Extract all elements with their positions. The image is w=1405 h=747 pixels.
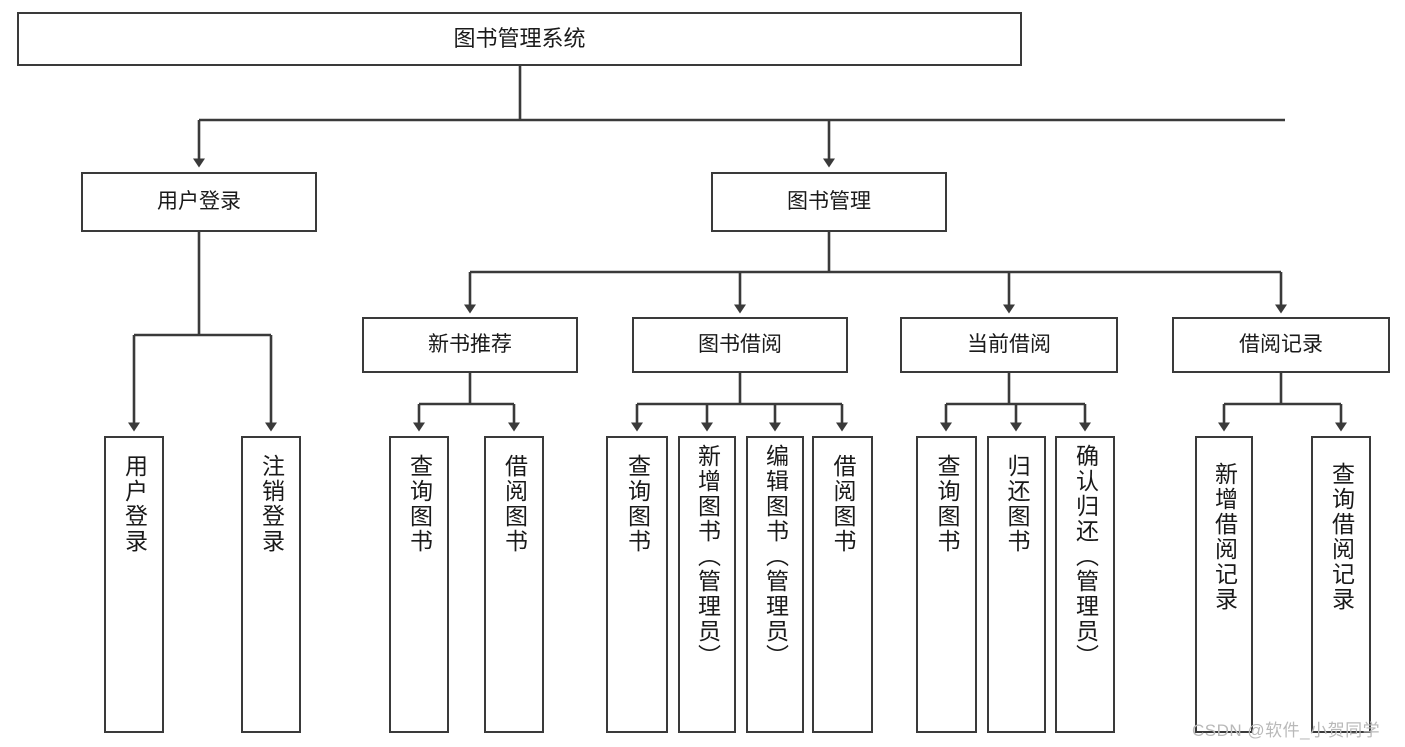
node-user-login[interactable]: 用户登录 xyxy=(81,172,317,232)
node-new-book-recommend-label: 新书推荐 xyxy=(428,332,512,356)
node-borrow-book-1[interactable]: 借阅图书 xyxy=(484,436,544,733)
node-borrow-records-label: 借阅记录 xyxy=(1239,332,1323,356)
node-edit-book-admin[interactable]: 编辑图书（管理员） xyxy=(746,436,804,733)
node-query-borrow-record-label: 查询借阅记录 xyxy=(1328,462,1355,612)
node-book-management[interactable]: 图书管理 xyxy=(711,172,947,232)
node-confirm-return-admin-label: 确认归还（管理员） xyxy=(1072,444,1099,669)
node-query-book-3[interactable]: 查询图书 xyxy=(916,436,977,733)
node-user-logout-action[interactable]: 注销登录 xyxy=(241,436,301,733)
node-query-book-3-label: 查询图书 xyxy=(934,454,960,554)
node-user-login-action-label: 用户登录 xyxy=(121,454,148,554)
node-borrow-book-1-label: 借阅图书 xyxy=(501,454,528,554)
node-borrow-records[interactable]: 借阅记录 xyxy=(1172,317,1390,373)
node-book-borrow[interactable]: 图书借阅 xyxy=(632,317,848,373)
node-query-book-2[interactable]: 查询图书 xyxy=(606,436,668,733)
node-user-logout-action-label: 注销登录 xyxy=(258,454,285,554)
node-root[interactable]: 图书管理系统 xyxy=(17,12,1022,66)
node-return-book[interactable]: 归还图书 xyxy=(987,436,1046,733)
node-book-borrow-label: 图书借阅 xyxy=(698,332,782,356)
node-add-book-admin-label: 新增图书（管理员） xyxy=(694,444,721,669)
node-query-borrow-record[interactable]: 查询借阅记录 xyxy=(1311,436,1371,733)
node-add-book-admin[interactable]: 新增图书（管理员） xyxy=(678,436,736,733)
node-add-borrow-record[interactable]: 新增借阅记录 xyxy=(1195,436,1253,733)
node-new-book-recommend[interactable]: 新书推荐 xyxy=(362,317,578,373)
node-query-book-1-label: 查询图书 xyxy=(406,454,433,554)
node-return-book-label: 归还图书 xyxy=(1004,454,1030,554)
node-user-login-label: 用户登录 xyxy=(157,189,241,213)
node-user-login-action[interactable]: 用户登录 xyxy=(104,436,164,733)
node-current-borrow-label: 当前借阅 xyxy=(967,332,1051,356)
node-query-book-2-label: 查询图书 xyxy=(624,454,651,554)
node-current-borrow[interactable]: 当前借阅 xyxy=(900,317,1118,373)
node-root-label: 图书管理系统 xyxy=(453,26,586,52)
watermark: CSDN @软件_小贺同学 xyxy=(1192,721,1381,740)
node-borrow-book-2[interactable]: 借阅图书 xyxy=(812,436,873,733)
node-edit-book-admin-label: 编辑图书（管理员） xyxy=(762,444,789,669)
node-confirm-return-admin[interactable]: 确认归还（管理员） xyxy=(1055,436,1115,733)
node-add-borrow-record-label: 新增借阅记录 xyxy=(1211,462,1238,612)
node-query-book-1[interactable]: 查询图书 xyxy=(389,436,449,733)
node-book-management-label: 图书管理 xyxy=(787,189,871,213)
node-borrow-book-2-label: 借阅图书 xyxy=(830,454,856,554)
